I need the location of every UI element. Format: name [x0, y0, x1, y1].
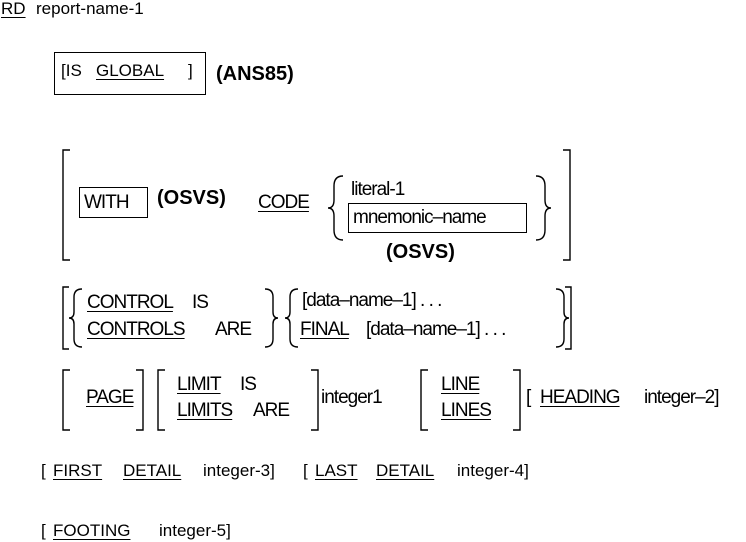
integer-3: integer-3] — [203, 461, 275, 480]
code-right-brace — [535, 175, 552, 241]
global-clause-box — [54, 52, 206, 95]
mnemonic-name: mnemonic–name — [353, 207, 487, 228]
last-keyword: LAST — [315, 461, 358, 480]
code-clause-right-bracket — [563, 149, 571, 261]
data-name-entry-1: [data–name–1] . . . — [302, 290, 442, 311]
global-keyword: GLOBAL — [96, 61, 165, 80]
limit-is: IS — [240, 374, 257, 395]
limit-right-bracket — [311, 369, 319, 431]
limits-keyword: LIMITS — [177, 400, 233, 421]
data-name-entry-2: [data–name–1] . . . — [366, 319, 506, 340]
integer-5: integer-5] — [159, 521, 231, 540]
control-data-left-brace — [284, 288, 299, 348]
page-left-bracket — [62, 369, 70, 431]
code-clause-left-bracket — [62, 149, 70, 261]
integer-2: integer–2] — [644, 387, 720, 408]
first-open-bracket: [ — [41, 461, 46, 480]
with-osvs-tag: (OSVS) — [157, 187, 226, 209]
page-keyword: PAGE — [86, 387, 134, 408]
control-is: IS — [192, 292, 209, 313]
line-left-bracket — [420, 369, 428, 431]
with-keyword: WITH — [84, 192, 130, 213]
literal-1: literal-1 — [351, 179, 405, 200]
integer-4: integer-4] — [457, 461, 529, 480]
footing-keyword: FOOTING — [53, 521, 131, 540]
mnemonic-osvs-tag: (OSVS) — [386, 241, 455, 263]
rd-keyword: RD — [1, 0, 26, 18]
control-data-right-brace — [555, 288, 570, 348]
heading-open-bracket: [ — [526, 387, 531, 408]
global-open-is: [IS — [61, 61, 82, 80]
limits-are: ARE — [253, 400, 290, 421]
last-open-bracket: [ — [303, 461, 308, 480]
ans85-tag: (ANS85) — [216, 63, 294, 85]
page-right-bracket — [136, 369, 144, 431]
first-keyword: FIRST — [53, 461, 103, 480]
code-keyword: CODE — [258, 192, 310, 213]
controls-are: ARE — [215, 319, 252, 340]
last-detail-keyword: DETAIL — [376, 461, 435, 480]
code-left-brace — [327, 175, 344, 241]
control-left-bracket — [62, 286, 69, 350]
integer-1: integer1 — [321, 387, 383, 408]
control-left-brace — [68, 288, 83, 348]
limit-left-bracket — [157, 369, 165, 431]
lines-keyword: LINES — [441, 400, 492, 421]
line-keyword: LINE — [441, 374, 480, 395]
line-right-bracket — [513, 369, 521, 431]
with-box — [79, 187, 148, 218]
control-mid-brace — [264, 288, 279, 348]
first-detail-keyword: DETAIL — [123, 461, 182, 480]
final-keyword: FINAL — [300, 319, 350, 340]
limit-keyword: LIMIT — [177, 374, 222, 395]
controls-keyword: CONTROLS — [87, 319, 186, 340]
control-right-bracket — [565, 286, 572, 350]
control-keyword: CONTROL — [87, 292, 174, 313]
footing-open-bracket: [ — [41, 521, 46, 540]
mnemonic-box — [348, 203, 527, 233]
heading-keyword: HEADING — [540, 387, 621, 408]
global-close-bracket: ] — [188, 61, 193, 80]
report-name-1: report-name-1 — [36, 0, 144, 18]
